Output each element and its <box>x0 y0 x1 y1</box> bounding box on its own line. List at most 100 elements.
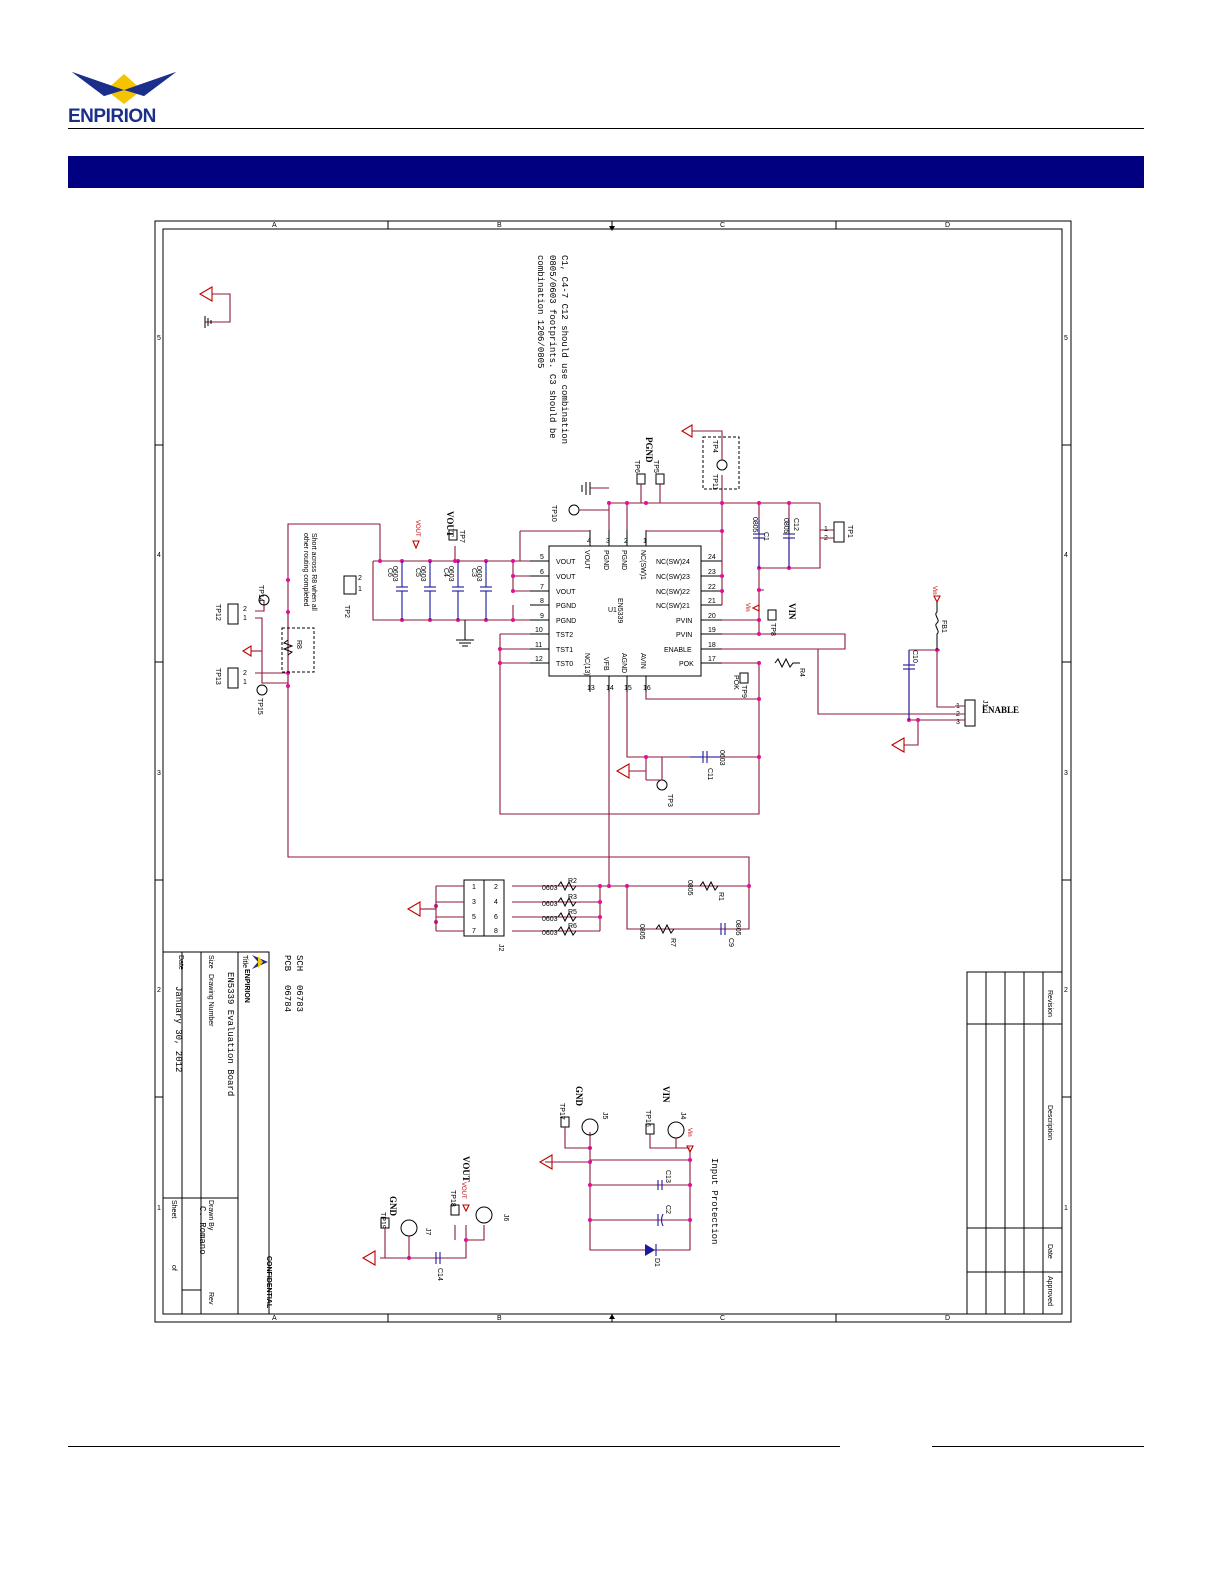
svg-text:2: 2 <box>358 575 362 582</box>
vin-tp8: Vin VIN TP8 <box>744 603 797 636</box>
svg-text:18: 18 <box>708 642 716 649</box>
svg-text:3: 3 <box>472 899 476 906</box>
svg-text:23: 23 <box>708 569 716 576</box>
vout-output: VOUT VOUT J6 TP18 J7 TP19 GND C14 <box>361 1156 509 1281</box>
svg-text:C13: C13 <box>664 1170 671 1183</box>
svg-text:4: 4 <box>587 538 591 545</box>
svg-text:C9: C9 <box>727 938 734 947</box>
svg-text:19: 19 <box>708 627 716 634</box>
svg-text:Date: Date <box>1046 1244 1053 1259</box>
ic-u1-part: EN5339 <box>616 598 623 623</box>
svg-text:Sheet: Sheet <box>170 1200 177 1218</box>
svg-text:GND: GND <box>388 1196 398 1217</box>
svg-text:Date: Date <box>177 955 184 970</box>
border-number-2-right: 2 <box>1064 987 1068 994</box>
svg-text:0603: 0603 <box>419 566 426 582</box>
svg-text:2: 2 <box>494 884 498 891</box>
short-note: Short across R8 when all other routing c… <box>281 533 317 673</box>
svg-text:1: 1 <box>643 538 647 545</box>
svg-text:0805: 0805 <box>734 920 741 936</box>
svg-text:VIN: VIN <box>787 603 797 620</box>
title-block: ENPIRION Title EN5339 Evaluation Board S… <box>162 951 304 1315</box>
svg-text:combination 1206/0805: combination 1206/0805 <box>535 255 545 368</box>
svg-text:5: 5 <box>472 914 476 921</box>
svg-text:C12: C12 <box>792 518 799 531</box>
svg-text:J7: J7 <box>424 1228 431 1236</box>
svg-text:TP19: TP19 <box>379 1212 386 1229</box>
footprint-note: C1, C4-7 C12 should use combination 0805… <box>535 255 569 444</box>
footer-rule-right <box>932 1446 1144 1447</box>
svg-text:C11: C11 <box>706 768 713 780</box>
ic-u1-body <box>548 545 702 677</box>
svg-text:PGND: PGND <box>556 603 576 610</box>
svg-text:17: 17 <box>708 656 716 663</box>
c11-tp3: 0603 C11 TP3 <box>615 750 725 807</box>
svg-text:SCH: SCH <box>294 955 304 971</box>
svg-text:06783: 06783 <box>294 985 304 1012</box>
fb1-c10-j1: Vin FB1 C10 1 2 3 J1 ENABLE <box>890 586 1019 753</box>
svg-text:NC(13): NC(13) <box>583 653 590 676</box>
svg-text:Vin: Vin <box>686 1128 692 1137</box>
enable-label: ENABLE <box>982 705 1019 715</box>
svg-text:R2: R2 <box>568 878 577 885</box>
svg-text:TP12: TP12 <box>214 604 221 621</box>
svg-text:1: 1 <box>243 615 247 622</box>
footer-rule-left <box>68 1446 840 1447</box>
ground-symbol-topleft <box>198 286 231 328</box>
svg-text:13: 13 <box>587 685 595 692</box>
svg-text:R6: R6 <box>568 923 577 930</box>
svg-text:5: 5 <box>540 554 544 561</box>
logo-wordmark: ENPIRION <box>68 106 156 127</box>
svg-text:PGND: PGND <box>556 618 576 625</box>
svg-text:TP17: TP17 <box>558 1103 565 1120</box>
svg-text:other routing completed: other routing completed <box>302 533 309 607</box>
svg-text:of: of <box>170 1265 177 1271</box>
svg-text:0805: 0805 <box>638 924 645 940</box>
title-block-logo: ENPIRION <box>243 969 250 1003</box>
svg-text:TP13: TP13 <box>214 668 221 685</box>
title-text: EN5339 Evaluation Board <box>225 972 235 1096</box>
svg-text:VOUT: VOUT <box>414 520 420 537</box>
left-testpoints: 21 TP12 TP14 21 TP13 TP15 <box>214 585 270 715</box>
border-number-5-right: 5 <box>1064 335 1068 342</box>
ground-caps <box>456 620 474 647</box>
svg-text:AVIN: AVIN <box>639 653 646 669</box>
svg-text:6: 6 <box>494 914 498 921</box>
bottom-center-marker <box>609 1314 615 1319</box>
svg-text:Vin: Vin <box>744 603 750 612</box>
svg-text:C3: C3 <box>470 568 477 577</box>
title-bar <box>68 156 1144 188</box>
tp2: 21 TP2 <box>343 575 362 618</box>
svg-text:2: 2 <box>243 670 247 677</box>
svg-text:VOUT: VOUT <box>445 511 455 537</box>
svg-text:7: 7 <box>472 928 476 935</box>
svg-text:TP2: TP2 <box>343 605 350 618</box>
svg-text:8: 8 <box>494 928 498 935</box>
input-protection: Input Protection J5 TP17 GND J4 TP16 VIN… <box>538 1086 719 1267</box>
svg-text:PGND: PGND <box>602 550 609 570</box>
svg-text:3: 3 <box>956 719 960 726</box>
svg-text:24: 24 <box>708 554 716 561</box>
border-letter-a: A <box>272 222 277 229</box>
svg-text:6: 6 <box>540 569 544 576</box>
wires <box>255 475 955 1259</box>
border-letter-c: C <box>720 222 725 229</box>
svg-text:VOUT: VOUT <box>556 559 576 566</box>
border-number-2: 2 <box>157 987 161 994</box>
svg-text:06784: 06784 <box>282 985 292 1012</box>
svg-text:C6: C6 <box>386 568 393 577</box>
svg-text:Drawing Number: Drawing Number <box>207 974 214 1027</box>
ic-u1-ref: U1 <box>608 607 617 614</box>
svg-text:VFB: VFB <box>602 657 609 671</box>
svg-text:TP10: TP10 <box>550 505 557 522</box>
tp4-tp11: TP4 TP11 <box>680 424 740 490</box>
c1-c12-tp1: C1 0805 C12 0805 12 TP1 <box>751 517 853 568</box>
svg-text:TP11: TP11 <box>711 474 718 490</box>
svg-text:R7: R7 <box>669 938 676 947</box>
border-number-1-right: 1 <box>1064 1205 1068 1212</box>
svg-text:PCB: PCB <box>282 955 292 972</box>
svg-text:VOUT: VOUT <box>556 589 576 596</box>
svg-text:0805: 0805 <box>782 518 789 534</box>
